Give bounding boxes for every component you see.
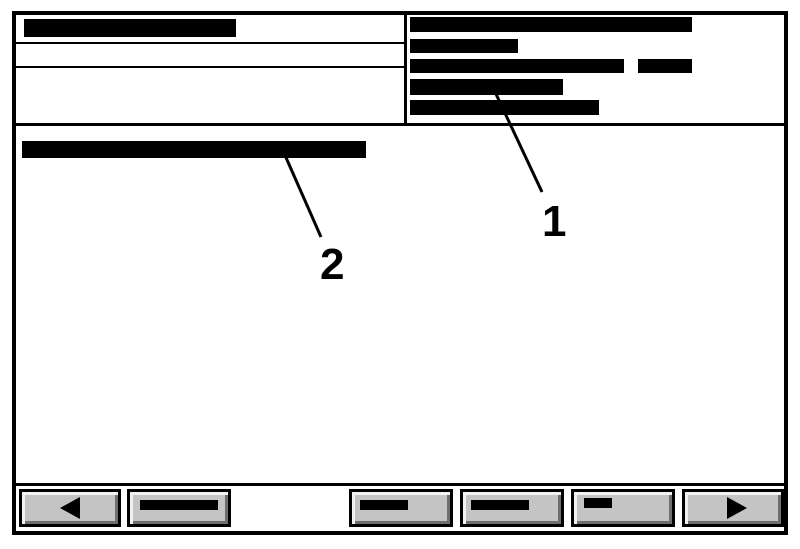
header-right-line-2 — [410, 39, 518, 53]
softkey-3-button[interactable] — [460, 489, 564, 527]
header-right-line-1 — [410, 17, 692, 32]
prev-button[interactable] — [19, 489, 121, 527]
callout-2-label: 2 — [320, 240, 345, 289]
header-right-line-3a — [410, 59, 624, 73]
arrow-right-icon — [727, 497, 747, 519]
arrow-left-icon — [60, 497, 80, 519]
header-right-line-3b — [638, 59, 692, 73]
footer-divider — [16, 483, 784, 486]
header-right-line-5 — [410, 100, 599, 115]
header-panel-divider — [404, 15, 407, 125]
softkey-2-button[interactable] — [349, 489, 453, 527]
header-divider — [16, 123, 784, 126]
header-left-rule-1 — [16, 42, 404, 44]
softkey-4-label-bar — [584, 498, 612, 508]
header-right-line-4 — [410, 79, 563, 95]
softkey-1-label-bar — [140, 500, 218, 510]
next-button[interactable] — [682, 489, 784, 527]
content-title-bar — [22, 141, 366, 158]
softkey-2-label-bar — [360, 500, 408, 510]
header-left-rule-2 — [16, 66, 404, 68]
callout-1-label: 1 — [542, 197, 567, 246]
softkey-4-button[interactable] — [571, 489, 675, 527]
softkey-1-button[interactable] — [127, 489, 231, 527]
header-left-title-bar — [24, 19, 236, 37]
display-screen — [12, 11, 788, 535]
softkey-3-label-bar — [471, 500, 529, 510]
